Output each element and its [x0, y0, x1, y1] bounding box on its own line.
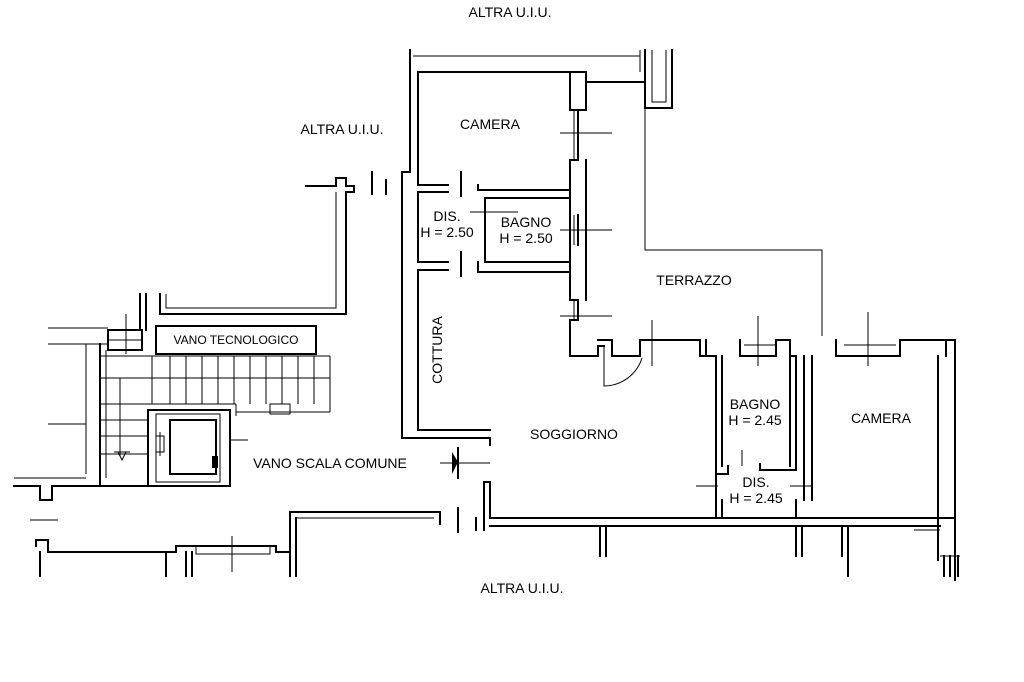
label-altra-left: ALTRA U.I.U. — [301, 121, 384, 137]
label-soggiorno: SOGGIORNO — [530, 426, 618, 442]
terrace-walls — [644, 108, 823, 336]
label-dis-1-height: H = 2.50 — [420, 224, 474, 240]
label-camera-top: CAMERA — [460, 116, 521, 132]
label-cottura: COTTURA — [429, 316, 445, 384]
label-vano-tecnologico: VANO TECNOLOGICO — [174, 333, 299, 347]
upper-walls — [371, 49, 673, 446]
label-bagno-2-height: H = 2.45 — [728, 412, 782, 428]
label-dis-2-height: H = 2.45 — [729, 490, 783, 506]
label-bagno-2: BAGNO — [730, 396, 781, 412]
stair-core — [13, 177, 355, 521]
label-terrazzo: TERRAZZO — [656, 272, 732, 288]
label-dis-1: DIS. — [433, 208, 460, 224]
lower-walls — [440, 312, 960, 581]
label-altra-bottom: ALTRA U.I.U. — [481, 580, 564, 596]
label-bagno-1: BAGNO — [501, 214, 552, 230]
label-dis-2: DIS. — [742, 474, 769, 490]
room-labels: ALTRA U.I.U. ALTRA U.I.U. ALTRA U.I.U. C… — [174, 4, 912, 596]
label-bagno-1-height: H = 2.50 — [499, 230, 553, 246]
label-vano-scala: VANO SCALA COMUNE — [253, 455, 407, 471]
label-altra-top: ALTRA U.I.U. — [469, 4, 552, 20]
neighbour-walls — [35, 511, 441, 577]
label-camera-right: CAMERA — [851, 410, 912, 426]
